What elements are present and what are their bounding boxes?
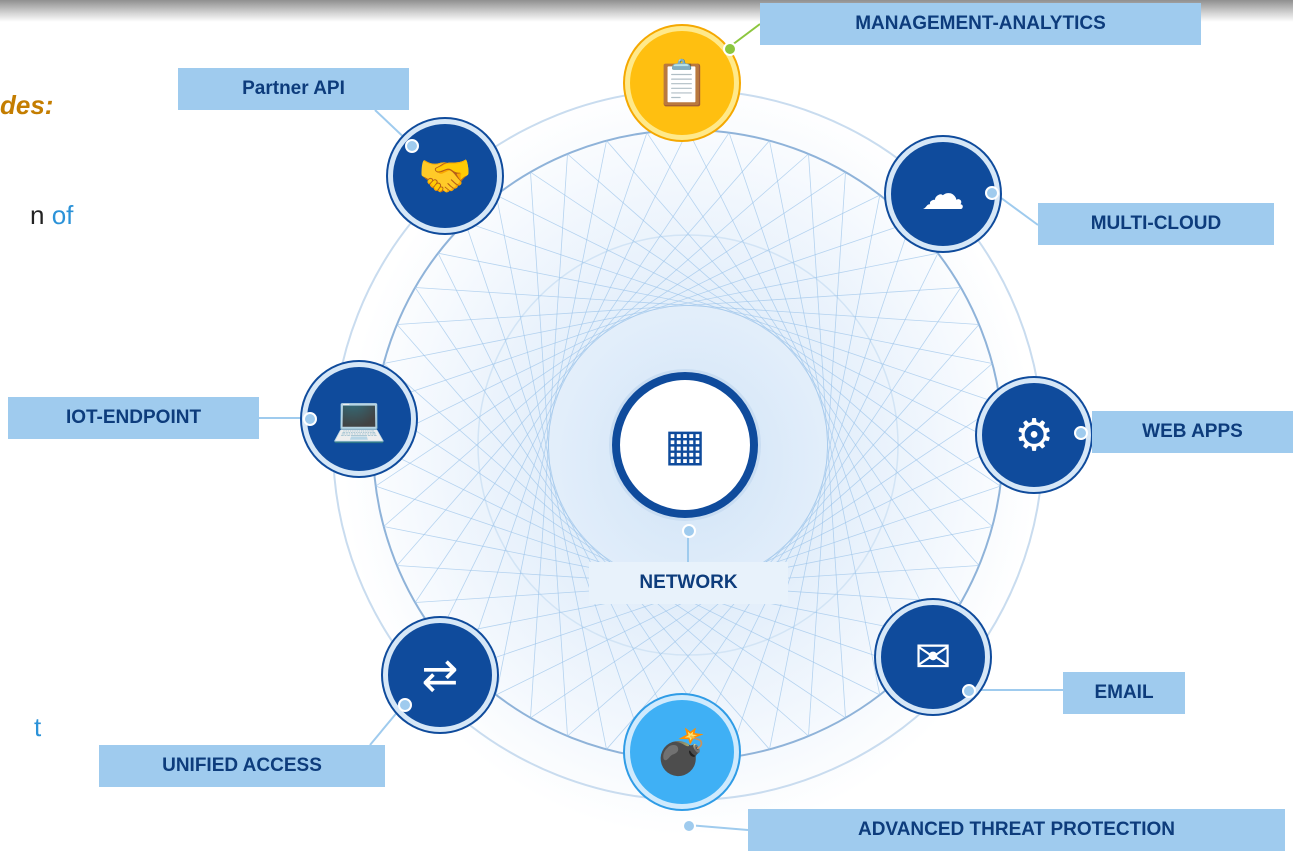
- mesh-line: [383, 363, 809, 737]
- mesh-line: [437, 253, 689, 761]
- mesh-line: [495, 140, 607, 695]
- mesh-line: [530, 171, 1001, 487]
- browser-gear-icon[interactable]: ⚙: [977, 378, 1091, 492]
- mesh-line: [372, 194, 880, 446]
- envelope-icon[interactable]: ✉: [876, 600, 990, 714]
- mesh-line: [606, 324, 980, 750]
- text-fragment-heading: des:: [0, 90, 54, 120]
- mesh-line: [606, 140, 980, 566]
- mesh-line: [808, 172, 846, 737]
- mesh-line: [567, 153, 993, 527]
- mesh-line: [530, 153, 568, 718]
- mesh-line: [396, 140, 770, 566]
- mesh-line: [464, 132, 648, 668]
- clipboard-globe-icon[interactable]: 📋: [625, 26, 739, 140]
- label-management-analytics[interactable]: MANAGEMENT-ANALYTICS: [760, 3, 1201, 45]
- mesh-line: [396, 324, 770, 750]
- mesh-line: [383, 252, 938, 364]
- mesh-line: [496, 194, 1004, 446]
- mesh-line: [375, 221, 911, 405]
- connector-dot-webapps: [1074, 426, 1088, 440]
- text-fragment-line: n of: [30, 200, 73, 231]
- mesh-line: [495, 195, 607, 750]
- text-fragment-start: n: [30, 200, 52, 230]
- mesh-line: [383, 153, 809, 527]
- mesh-line: [414, 287, 730, 758]
- label-email[interactable]: EMAIL: [1063, 672, 1185, 714]
- connector-threat: [687, 824, 749, 831]
- handshake-icon[interactable]: 🤝: [388, 119, 502, 233]
- connector-dot-threat: [682, 819, 696, 833]
- mesh-line: [567, 363, 993, 737]
- mesh-line: [769, 140, 881, 695]
- text-fragment-bottom: t: [34, 712, 42, 742]
- mesh-line: [375, 171, 846, 487]
- mesh-line: [465, 221, 1001, 405]
- mesh-line: [396, 287, 961, 325]
- mesh-line: [728, 132, 912, 668]
- connector-dot-unified: [398, 698, 412, 712]
- laptop-icon[interactable]: 💻: [302, 362, 416, 476]
- bomb-icon[interactable]: 💣: [625, 695, 739, 809]
- connector-dot-iot: [303, 412, 317, 426]
- mesh-line: [530, 172, 568, 737]
- mesh-line: [464, 222, 648, 758]
- mesh-line: [414, 132, 730, 603]
- mesh-line: [415, 287, 980, 325]
- mesh-line: [728, 222, 912, 758]
- connector-dot-multicloud: [985, 186, 999, 200]
- wifi-user-icon[interactable]: ⇄: [383, 618, 497, 732]
- cloud-icon[interactable]: ☁: [886, 137, 1000, 251]
- text-fragment-of: of: [51, 200, 74, 230]
- mesh-line: [808, 153, 846, 718]
- connector-multicloud: [992, 191, 1039, 226]
- label-web-apps[interactable]: WEB APPS: [1092, 411, 1293, 453]
- mesh-line: [646, 132, 962, 603]
- label-network[interactable]: NETWORK: [589, 562, 788, 604]
- mesh-line: [646, 287, 962, 758]
- connector-dot-email: [962, 684, 976, 698]
- mesh-line: [437, 129, 689, 637]
- label-advanced-threat-protection[interactable]: ADVANCED THREAT PROTECTION: [748, 809, 1285, 851]
- firewall-icon[interactable]: ▦: [612, 372, 758, 518]
- connector-dot-network: [682, 524, 696, 538]
- mesh-line: [530, 403, 1001, 719]
- label-iot-endpoint[interactable]: IOT-ENDPOINT: [8, 397, 259, 439]
- mesh-line: [687, 253, 939, 761]
- core-ring: [477, 234, 899, 656]
- mesh-line: [438, 252, 993, 364]
- mesh-line: [769, 195, 881, 750]
- mesh-line: [375, 403, 846, 719]
- connector-dot-partner: [405, 139, 419, 153]
- connector-dot-management: [723, 42, 737, 56]
- label-unified-access[interactable]: UNIFIED ACCESS: [99, 745, 385, 787]
- label-partner-api[interactable]: Partner API: [178, 68, 409, 110]
- label-multi-cloud[interactable]: MULTI-CLOUD: [1038, 203, 1274, 245]
- mesh-line: [687, 129, 939, 637]
